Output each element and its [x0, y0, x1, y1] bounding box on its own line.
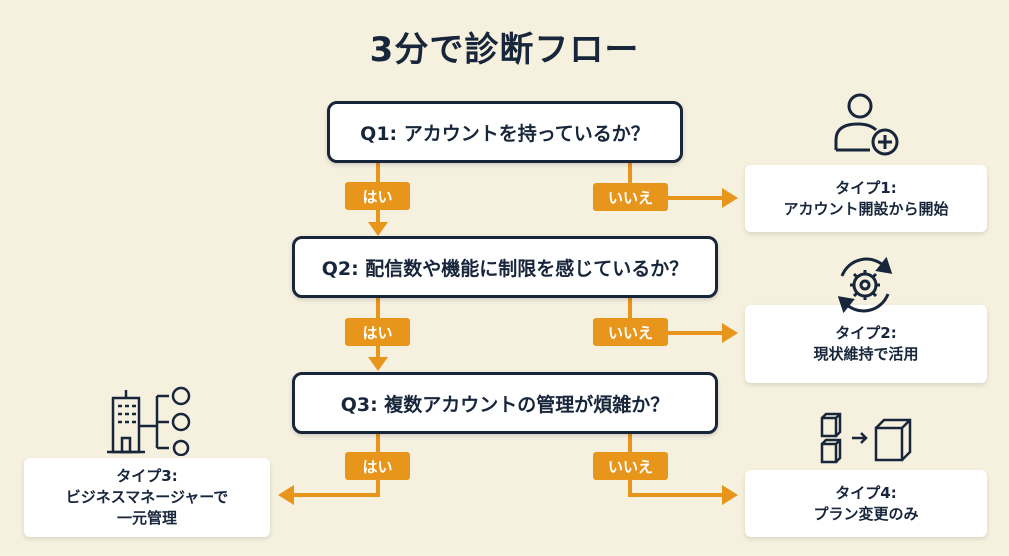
- type-2-name: タイプ2:: [835, 324, 897, 342]
- type-1-box: タイプ1: アカウント開設から開始: [745, 165, 987, 232]
- type-4-box: タイプ4: プラン変更のみ: [745, 470, 987, 537]
- arrowhead: [368, 222, 388, 236]
- question-2-box: Q2: 配信数や機能に制限を感じているか？: [292, 236, 718, 298]
- arrowhead: [278, 485, 294, 505]
- type-4-desc: プラン変更のみ: [813, 504, 919, 523]
- q1-yes-badge: はい: [345, 182, 410, 210]
- q2-yes-badge: はい: [345, 318, 410, 346]
- type-1-desc: アカウント開設から開始: [783, 199, 949, 218]
- q3-yes-badge: はい: [345, 452, 410, 480]
- type-2-desc: 現状維持で活用: [813, 345, 919, 363]
- page-title: 3分で診断フロー: [369, 30, 640, 70]
- cubes-change-icon: [820, 412, 912, 464]
- q2-no-badge: いいえ: [593, 318, 668, 346]
- type-3-desc-line2: 一元管理: [116, 509, 177, 527]
- question-1-box: Q1: アカウントを持っているか？: [327, 101, 683, 163]
- q3-no-badge: いいえ: [593, 452, 668, 480]
- question-3-box: Q3: 複数アカウントの管理が煩雑か？: [292, 372, 718, 434]
- type-3-box: タイプ3: ビジネスマネージャーで 一元管理: [24, 458, 270, 537]
- arrowhead: [722, 188, 738, 208]
- gear-cycle-icon: [837, 256, 893, 314]
- type-1-name: タイプ1:: [835, 178, 897, 197]
- type-4-name: タイプ4:: [835, 483, 897, 502]
- building-users-icon: [107, 386, 191, 456]
- type-2-box: タイプ2: 現状維持で活用: [745, 305, 987, 383]
- q1-no-badge: いいえ: [593, 183, 668, 211]
- arrowhead: [722, 323, 738, 343]
- type-3-name: タイプ3:: [116, 467, 178, 485]
- arrowhead: [722, 485, 738, 505]
- arrowhead: [368, 357, 388, 371]
- user-plus-icon: [834, 93, 899, 156]
- type-3-desc-line1: ビジネスマネージャーで: [65, 488, 229, 506]
